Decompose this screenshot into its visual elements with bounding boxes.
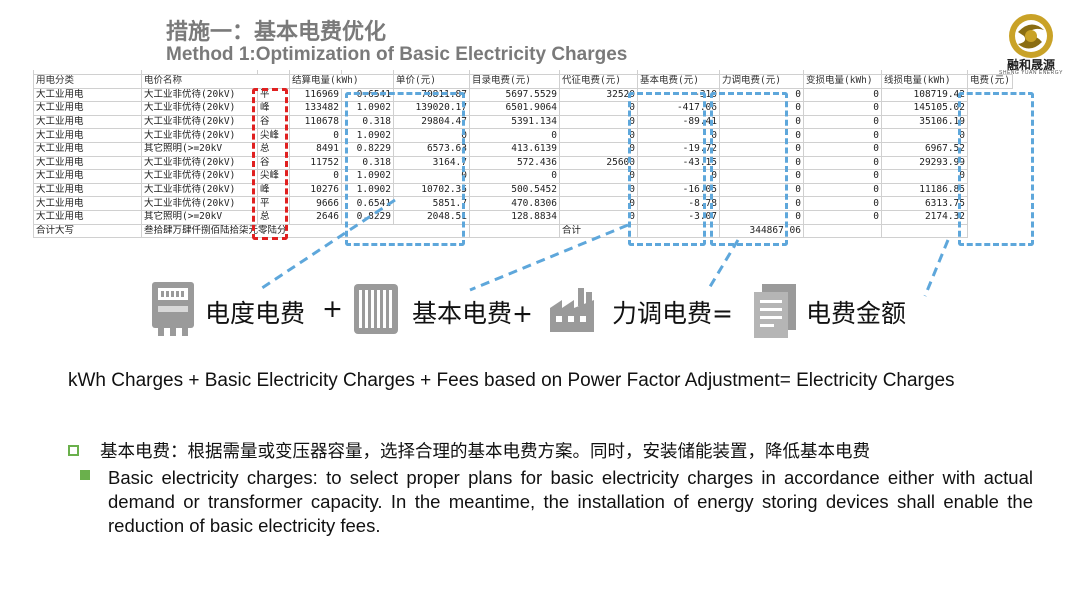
- logo-name-cn: 融和晟源: [1006, 58, 1055, 72]
- bill-document-icon: [754, 284, 796, 338]
- col-header: 电费(元): [967, 74, 1013, 89]
- power-factor-highlight-box: [710, 92, 788, 246]
- kwh-highlight-box: [345, 92, 465, 246]
- electric-meter-icon: [152, 282, 194, 336]
- formula-term-power-factor: 力调电费=: [612, 299, 733, 328]
- table-total-cell: [881, 223, 968, 239]
- bullet-text-en: Basic electricity charges: to select pro…: [108, 467, 1033, 536]
- formula-term-basic: 基本电费+: [412, 299, 533, 328]
- total-fee-highlight-box: [958, 92, 1034, 246]
- slide-title-cn: 措施一：基本电费优化: [166, 20, 387, 45]
- period-highlight-red: [252, 88, 288, 240]
- slide-title-en: Method 1:Optimization of Basic Electrici…: [166, 44, 628, 65]
- factory-icon: [550, 288, 594, 332]
- bullet-square-hollow-icon: [68, 445, 79, 456]
- bullet-text-cn: 基本电费：根据需量或变压器容量，选择合理的基本电费方案。同时，安装储能装置，降低…: [100, 442, 870, 462]
- table-total-cell: 344867.06: [719, 223, 804, 239]
- company-logo-icon: [1009, 14, 1053, 58]
- formula-plus: +: [322, 294, 343, 323]
- logo-name-en: SHENG YUAN ENERGY: [999, 70, 1063, 76]
- basic-fee-highlight-box: [628, 92, 706, 246]
- transformer-icon: [354, 284, 398, 334]
- electricity-bill-table: 用电分类 电价名称 结算电量(kWh) 单价(元) 目录电费(元) 代征电费(元…: [33, 70, 1013, 239]
- formula-english: kWh Charges + Basic Electricity Charges …: [68, 370, 955, 391]
- table-header-row: 用电分类 电价名称 结算电量(kWh) 单价(元) 目录电费(元) 代征电费(元…: [33, 74, 1013, 89]
- formula-term-kwh: 电度电费: [205, 299, 306, 328]
- formula-term-total: 电费金额: [806, 299, 907, 328]
- formula-row: 电度电费 + 基本电费+ 力调电费= 电费金额: [0, 280, 1080, 340]
- bullet-square-filled-icon: [80, 470, 90, 480]
